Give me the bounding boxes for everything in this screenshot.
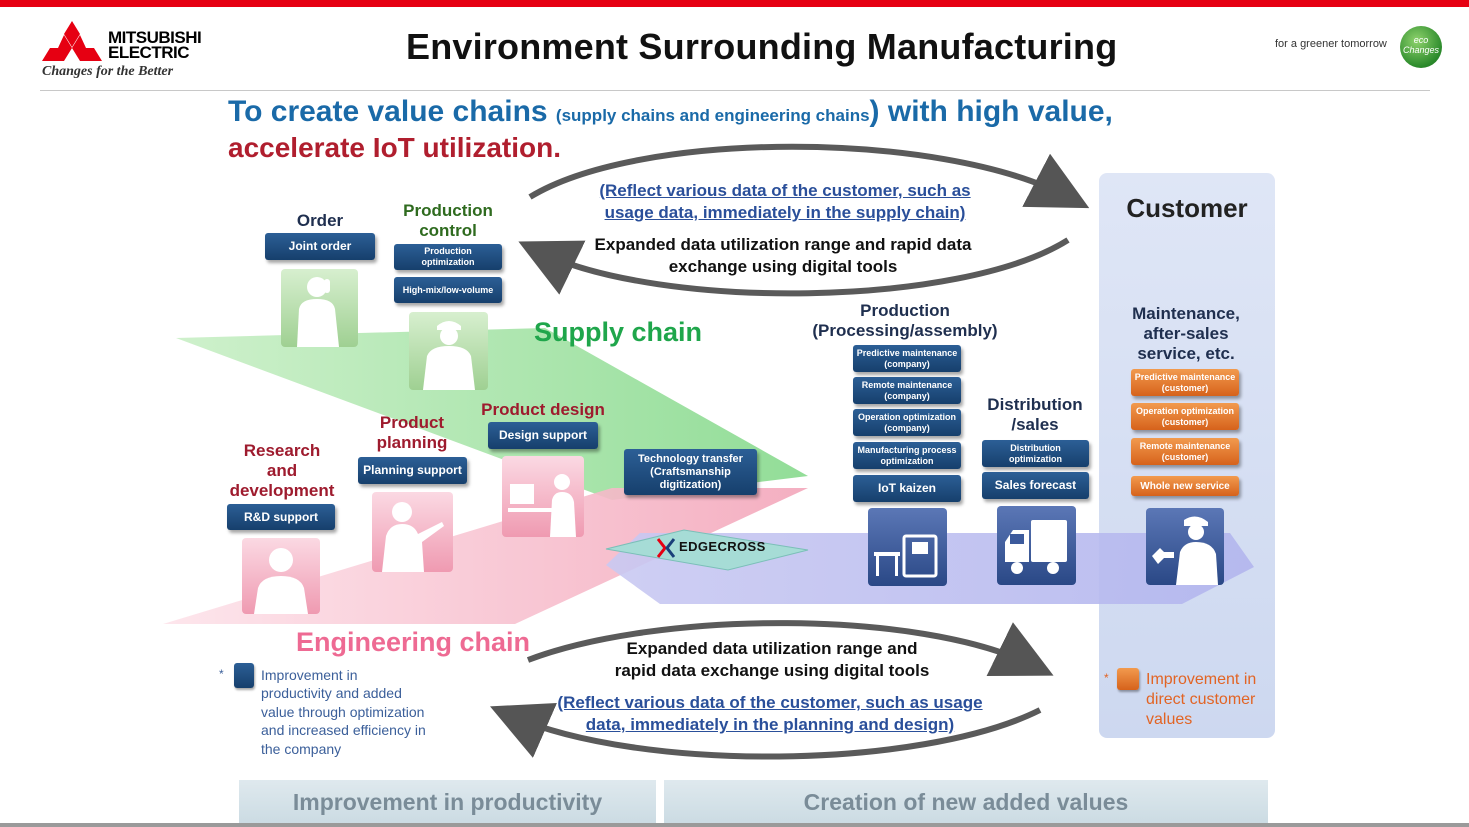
tech-transfer-line-1: Technology transfer (638, 452, 743, 465)
headline-line-2: accelerate IoT utilization. (228, 132, 561, 163)
distribution-truck-icon (997, 506, 1076, 585)
customer-title: Customer (1126, 193, 1248, 223)
top-cycle-text-line-1: Expanded data utilization range and rapi… (594, 235, 972, 254)
mitsubishi-diamonds-logo-icon (42, 21, 102, 61)
top-cycle-link-line-2: usage data, immediately in the supply ch… (604, 203, 966, 222)
brand-line-1: MITSUBISHI (108, 28, 202, 47)
bottom-cycle-link-line-1: (Reflect various data of the customer, s… (557, 693, 983, 712)
production-machine-icon (868, 508, 947, 586)
stage-product-design-label: Product design (481, 400, 605, 419)
note-right-text: Improvement in direct customer values (1146, 671, 1257, 728)
tag-sales-forecast: Sales forecast (982, 472, 1089, 499)
stage-research-line-2: and (266, 461, 298, 480)
product-design-desk-icon (502, 456, 584, 537)
tag-predictive-maintenance-company: Predictive maintenance (company) (853, 345, 961, 372)
tag-remote-maintenance-company: Remote maintenance (company) (853, 377, 961, 404)
brand-tagline: Changes for the Better (42, 64, 174, 79)
eco-changes-badge-icon: eco Changes (1400, 26, 1442, 68)
tag-operation-optimization-customer: Operation optimization (customer) (1131, 403, 1239, 430)
tag-technology-transfer: Technology transfer (Craftsmanship digit… (624, 449, 757, 495)
edgecross-label: EDGECROSS (679, 539, 766, 554)
headline-part-1: To create value chains (228, 95, 556, 128)
research-person-icon (242, 538, 320, 614)
top-red-bar (0, 0, 1469, 7)
stage-production-control-line-1: Production (403, 201, 493, 220)
bottom-cycle-text-line-2: rapid data exchange using digital tools (614, 661, 930, 680)
tag-joint-order: Joint order (265, 233, 375, 260)
brand-line-2: ELECTRIC (108, 43, 190, 62)
tag-manufacturing-process-optimization: Manufacturing process optimization (853, 442, 961, 469)
tag-remote-maintenance-customer: Remote maintenance (customer) (1131, 438, 1239, 465)
tag-production-optimization: Production optimization (394, 244, 502, 270)
stage-distribution-line-1: Distribution (987, 395, 1083, 414)
order-person-icon (281, 269, 358, 347)
edgecross-x-icon (657, 538, 675, 558)
bottom-bar-new-values: Creation of new added values (664, 780, 1268, 824)
top-cycle-link-line-1: (Reflect various data of the customer, s… (599, 181, 971, 200)
headline-part-2: (supply chains and engineering chains (555, 106, 870, 125)
stage-research-line-3: development (229, 481, 335, 500)
slogan: for a greener tomorrow (1275, 38, 1387, 50)
maintenance-technician-icon (1146, 508, 1224, 585)
tag-planning-support: Planning support (358, 457, 467, 484)
tag-distribution-optimization: Distribution optimization (982, 440, 1089, 467)
note-left-text: Improvement in productivity and added va… (261, 667, 426, 757)
supply-chain-label: Supply chain (534, 317, 703, 347)
stage-distribution-line-2: /sales (1011, 415, 1059, 434)
eco-badge-line-2: Changes (1402, 45, 1440, 55)
tag-predictive-maintenance-customer: Predictive maintenance (customer) (1131, 369, 1239, 396)
stage-maintenance-line-1: Maintenance, (1132, 304, 1240, 323)
bottom-border (0, 823, 1469, 827)
stage-maintenance-line-3: service, etc. (1137, 344, 1235, 363)
bottom-cycle-text-line-1: Expanded data utilization range and (626, 639, 918, 658)
top-cycle-text-line-2: exchange using digital tools (668, 257, 898, 276)
tech-transfer-line-3: digitization) (659, 478, 722, 491)
stage-production-line-1: Production (860, 301, 950, 320)
stage-product-planning-line-2: planning (376, 433, 448, 452)
bottom-bar-productivity: Improvement in productivity (239, 780, 656, 824)
stage-maintenance-line-2: after-sales (1143, 324, 1229, 343)
note-left-asterisk: * (219, 667, 224, 681)
header-divider (40, 90, 1430, 91)
stage-product-planning-line-1: Product (379, 413, 445, 432)
tag-high-mix-low-volume: High-mix/low-volume (394, 277, 502, 303)
tag-operation-optimization-company: Operation optimization (company) (853, 409, 961, 436)
stage-research-line-1: Research (243, 441, 321, 460)
orange-tag-legend-icon (1117, 668, 1139, 690)
stage-production-line-2: (Processing/assembly) (812, 321, 998, 340)
tag-design-support: Design support (488, 422, 598, 449)
tag-rd-support: R&D support (227, 504, 335, 530)
tech-transfer-line-2: (Craftsmanship (650, 465, 731, 478)
tag-iot-kaizen: IoT kaizen (853, 475, 961, 502)
eco-badge-line-1: eco (1413, 35, 1429, 45)
product-planning-presenter-icon (372, 492, 453, 572)
headline-part-3: ) with high value, (869, 95, 1113, 128)
stage-order-label: Order (296, 211, 344, 230)
note-right-asterisk: * (1104, 671, 1109, 685)
page-title: Environment Surrounding Manufacturing (406, 26, 1118, 67)
engineering-chain-label: Engineering chain (296, 627, 531, 657)
bottom-cycle-link-line-2: data, immediately in the planning and de… (585, 715, 955, 734)
production-control-worker-icon (409, 312, 488, 390)
navy-tag-legend-icon (234, 663, 254, 688)
stage-production-control-line-2: control (419, 221, 477, 240)
tag-whole-new-service: Whole new service (1131, 476, 1239, 496)
headline-line-1: To create value chains (supply chains an… (228, 95, 1113, 129)
